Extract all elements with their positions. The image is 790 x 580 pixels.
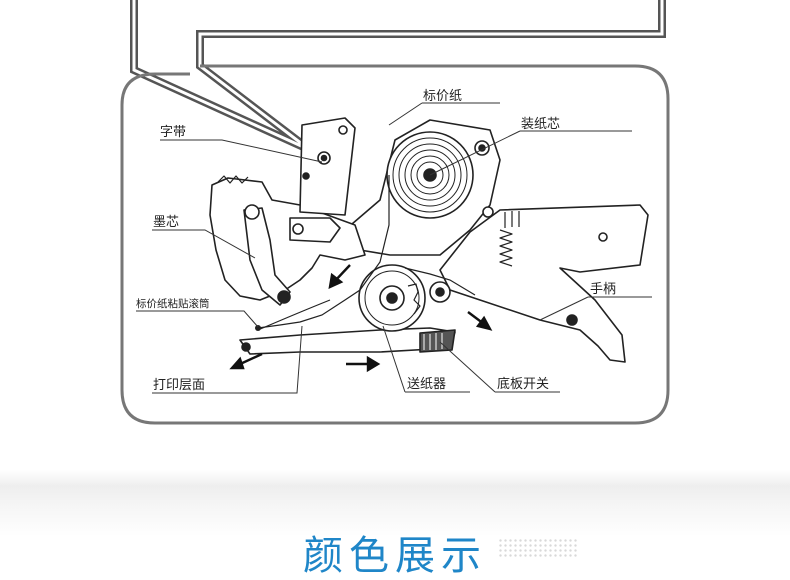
diagram-panel <box>120 64 670 425</box>
leader-lines <box>136 102 652 394</box>
label-base-switch: 底板开关 <box>497 376 549 392</box>
feeder-gear <box>358 264 426 332</box>
paper-path <box>257 175 476 329</box>
label-handle: 手柄 <box>590 282 616 297</box>
label-feeder: 送纸器 <box>407 377 446 392</box>
spring <box>499 229 513 267</box>
callout-frame <box>130 0 666 154</box>
direction-arrows <box>229 264 493 373</box>
footer-band <box>0 470 790 559</box>
section-title: 颜色展示 <box>303 533 487 579</box>
labeler-gun <box>209 117 649 363</box>
label-price-paper: 标价纸 <box>423 89 462 104</box>
label-ink-core: 墨芯 <box>153 215 179 230</box>
dot-pattern <box>498 538 578 559</box>
label-print-layer: 打印层面 <box>153 378 205 393</box>
label-ribbon: 字带 <box>160 125 186 140</box>
base-switch-button <box>419 329 456 353</box>
label-label-roller: 标价纸粘贴滚筒 <box>136 297 210 310</box>
gun-handle <box>439 204 649 363</box>
labeler-diagram: 标价纸 装纸芯 字带 墨芯 标价纸粘贴滚筒 手柄 打印层面 送纸器 底板开关 <box>120 0 670 425</box>
ribbon-plate <box>299 117 356 216</box>
label-paper-core: 装纸芯 <box>521 117 560 132</box>
